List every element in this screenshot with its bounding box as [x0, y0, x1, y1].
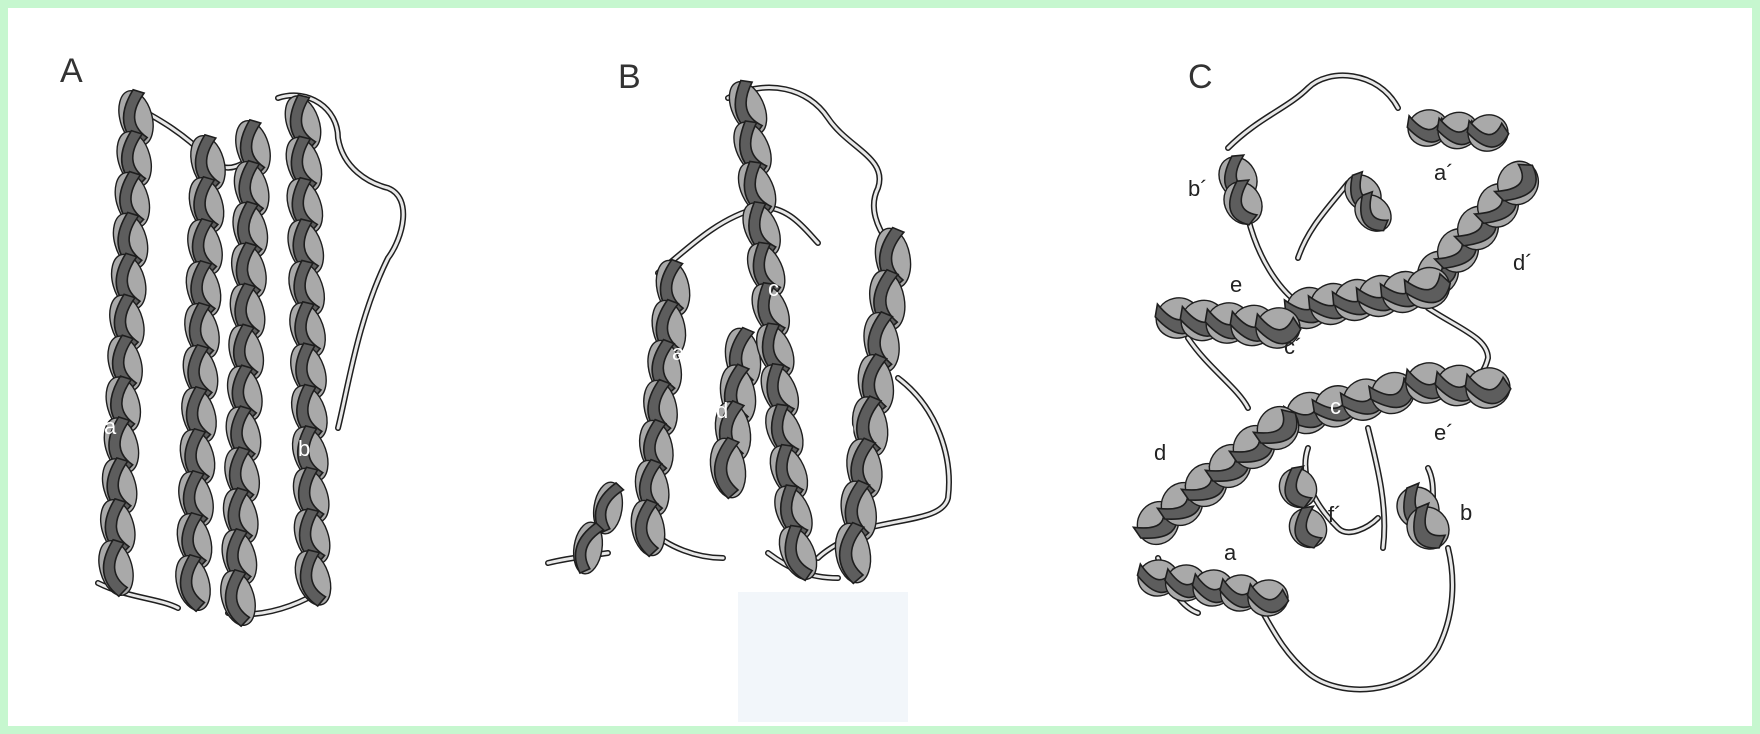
- helix-label-b-prime: b´: [1188, 176, 1208, 201]
- panel-b: B a b c d: [548, 58, 949, 586]
- figure-canvas: A a b c d B: [8, 8, 1752, 726]
- helix-label-b: b: [842, 416, 854, 441]
- helix-a-ribbon: [93, 87, 159, 600]
- helix-a-prime-ribbon: [1404, 106, 1511, 155]
- helix-d-ribbon: [1129, 399, 1307, 553]
- panel-a: A a b c d: [60, 52, 403, 629]
- helix-label-b: b: [1460, 500, 1472, 525]
- helix-b-prime-ribbon: [1212, 150, 1270, 231]
- helix-label-c: c: [1330, 394, 1341, 419]
- panel-label-b: B: [618, 58, 641, 96]
- helix-label-d: d: [218, 314, 230, 339]
- helix-label-d: d: [1154, 440, 1166, 465]
- background-smudge: [738, 592, 908, 722]
- helix-label-d-prime: d´: [1513, 250, 1533, 275]
- helix-label-a-prime: a´: [1434, 160, 1454, 185]
- helix-label-a: a: [672, 340, 685, 365]
- helix-label-c: c: [168, 330, 179, 355]
- helix-c-ribbon: [1279, 364, 1422, 441]
- helix-d-ribbon: [215, 117, 276, 630]
- panel-label-c: C: [1188, 58, 1213, 96]
- helix-c-prime-ribbon: [1279, 260, 1456, 336]
- helix-label-e-prime: e´: [1434, 420, 1454, 445]
- helix-label-c: c: [768, 276, 779, 301]
- panel-c: C: [1129, 58, 1545, 689]
- helix-label-c-prime: c´: [1284, 334, 1302, 359]
- helix-c-ribbon: [170, 132, 231, 615]
- protein-ribbon-diagram: A a b c d B: [8, 8, 1752, 726]
- helix-e-prime-ribbon: [1402, 358, 1514, 412]
- helix-label-a: a: [104, 414, 117, 439]
- helix-b-ribbon: [279, 91, 338, 609]
- panel-label-a: A: [60, 52, 83, 90]
- helix-d-ribbon: [706, 325, 765, 500]
- helix-e-ribbon: [1152, 294, 1304, 352]
- helix-label-e: e: [1230, 272, 1242, 297]
- helix-f-ribbon: [1338, 168, 1399, 239]
- helix-label-d: d: [716, 398, 728, 423]
- helix-label-f-prime: f´: [1328, 502, 1341, 527]
- helix-a-ribbon: [570, 257, 694, 576]
- helix-label-a: a: [1224, 540, 1237, 565]
- helix-label-b: b: [298, 436, 310, 461]
- helix-b-ribbon: [831, 225, 915, 585]
- helix-a-ribbon: [1136, 557, 1290, 618]
